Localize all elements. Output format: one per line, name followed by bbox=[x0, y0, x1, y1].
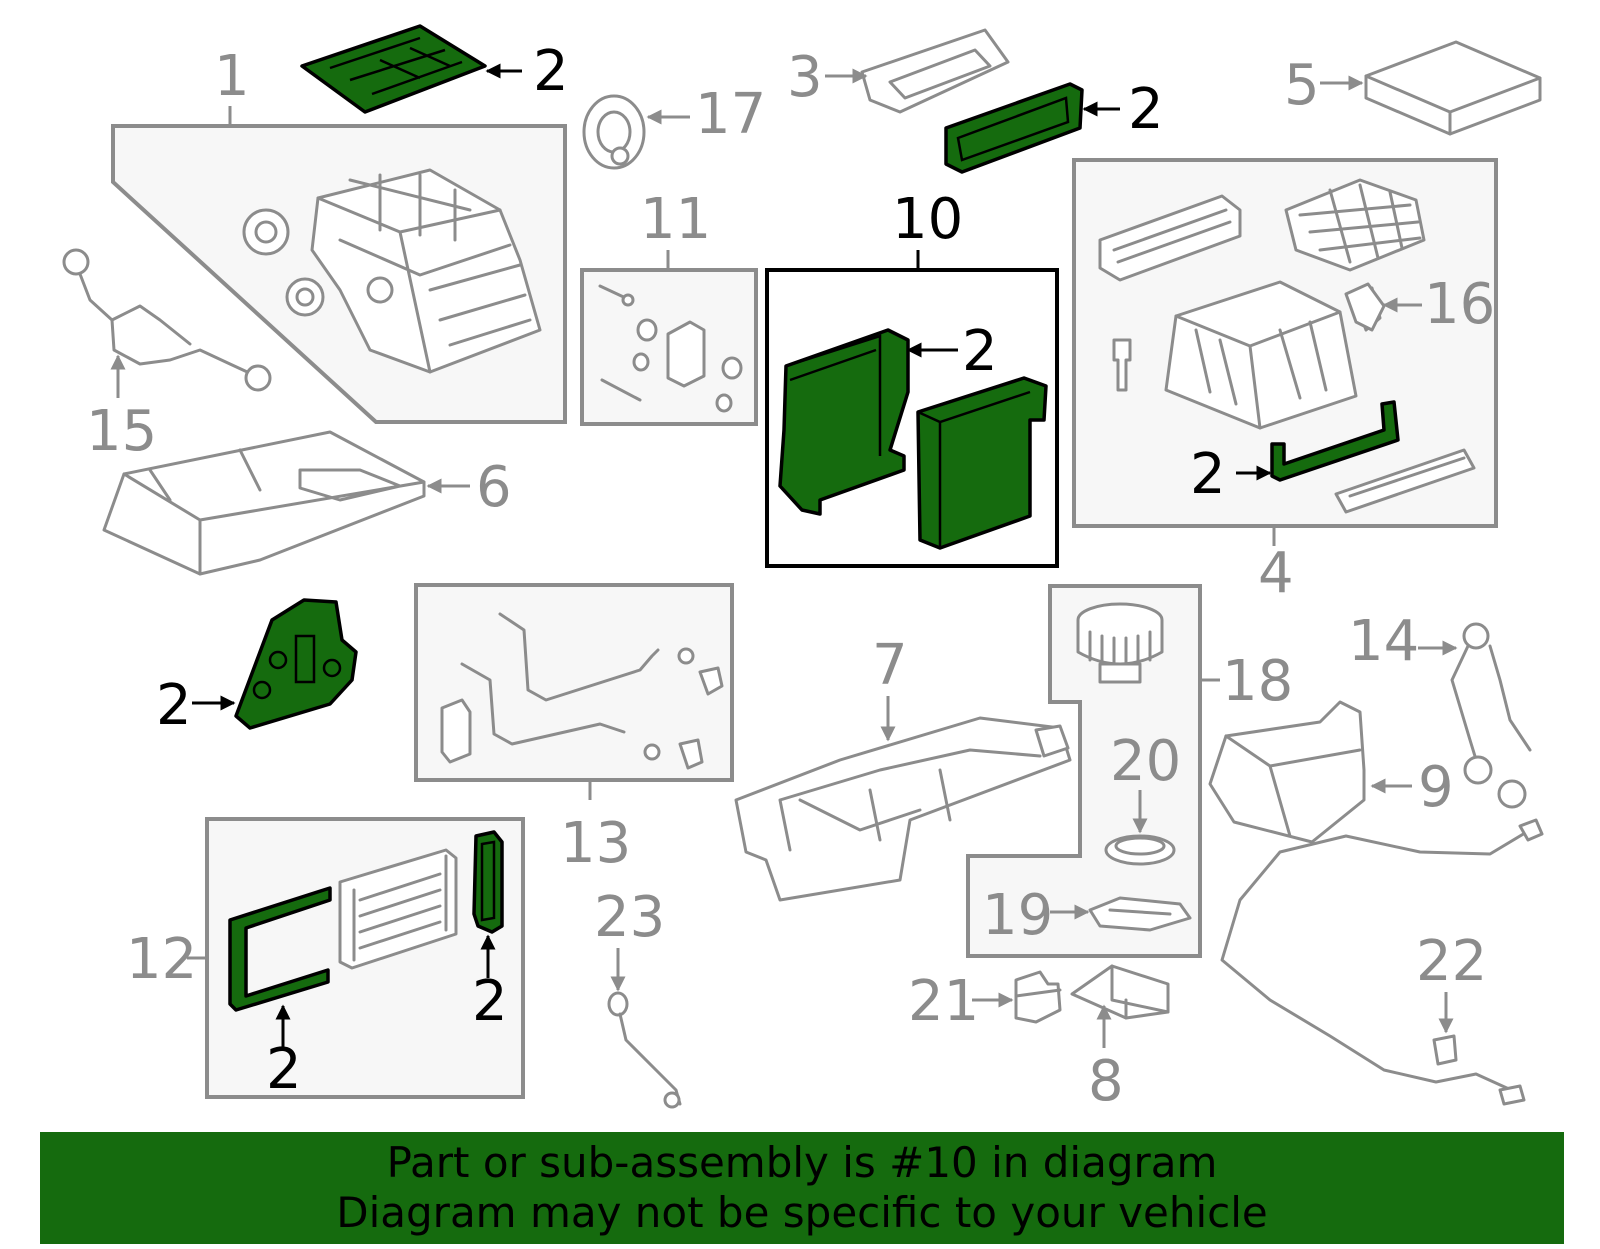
callout-13: 13 bbox=[560, 811, 631, 876]
evaporator-case-part bbox=[778, 328, 910, 516]
hardware-kit-parts bbox=[598, 284, 743, 413]
grommet-part-17[interactable] bbox=[582, 94, 646, 170]
group-13-box bbox=[414, 583, 734, 782]
evaporator-core-part bbox=[916, 376, 1048, 550]
callout-2-blower: 2 bbox=[1190, 442, 1226, 507]
refrigerant-lines-group-13[interactable] bbox=[414, 583, 734, 800]
banner-line-1: Part or sub-assembly is #10 in diagram bbox=[386, 1138, 1218, 1187]
lower-case-part-6[interactable] bbox=[102, 430, 426, 576]
seal-top-part[interactable] bbox=[300, 24, 487, 114]
callout-8: 8 bbox=[1088, 1049, 1124, 1114]
bracket-part-8[interactable] bbox=[1070, 964, 1170, 1020]
callout-7: 7 bbox=[872, 633, 908, 698]
callout-3: 3 bbox=[787, 45, 823, 110]
callout-18: 18 bbox=[1222, 649, 1293, 714]
seal-heater-left-part[interactable] bbox=[228, 886, 332, 1012]
callout-12: 12 bbox=[126, 927, 197, 992]
notice-banner: Part or sub-assembly is #10 in diagram D… bbox=[40, 1132, 1564, 1244]
callout-16: 16 bbox=[1424, 272, 1495, 337]
callout-2-heater-right: 2 bbox=[472, 969, 508, 1034]
hose-part-23[interactable] bbox=[607, 991, 682, 1109]
callout-2-evaporator: 2 bbox=[962, 319, 998, 384]
housing-part-7[interactable] bbox=[734, 716, 1072, 902]
heater-core-group-12[interactable] bbox=[187, 817, 525, 1099]
filter-part-5[interactable] bbox=[1364, 40, 1542, 136]
ring-part-20[interactable] bbox=[1104, 834, 1176, 866]
hvac-case-part bbox=[242, 168, 542, 374]
callout-2-top: 2 bbox=[533, 39, 569, 104]
callout-19: 19 bbox=[982, 883, 1053, 948]
seal-duct-part[interactable] bbox=[944, 82, 1084, 174]
callout-20: 20 bbox=[1110, 729, 1181, 794]
hardware-kit-group-11[interactable] bbox=[580, 250, 758, 426]
callout-6: 6 bbox=[476, 455, 512, 520]
duct-part-3[interactable] bbox=[860, 28, 1010, 114]
callout-4: 4 bbox=[1258, 541, 1294, 606]
heater-core-part bbox=[338, 848, 458, 970]
callout-2-left: 2 bbox=[156, 673, 192, 738]
duct-part-9[interactable] bbox=[1208, 700, 1366, 844]
callout-14: 14 bbox=[1348, 609, 1419, 674]
callout-22: 22 bbox=[1416, 929, 1487, 994]
callout-21: 21 bbox=[908, 969, 979, 1034]
blower-case-group-4[interactable] bbox=[1072, 158, 1498, 546]
callout-10: 10 bbox=[892, 187, 963, 252]
callout-23: 23 bbox=[594, 885, 665, 950]
banner-line-2: Diagram may not be specific to your vehi… bbox=[336, 1188, 1268, 1237]
callout-17: 17 bbox=[695, 82, 766, 147]
callout-11: 11 bbox=[640, 187, 711, 252]
callout-1: 1 bbox=[214, 44, 250, 109]
bracket-part-19[interactable] bbox=[1088, 896, 1192, 932]
hvac-case-group[interactable] bbox=[111, 106, 567, 424]
evaporator-group-10[interactable] bbox=[765, 250, 1059, 568]
callout-9: 9 bbox=[1418, 755, 1454, 820]
seal-heater-right-part[interactable] bbox=[472, 830, 504, 934]
harness-part-22[interactable] bbox=[1220, 818, 1544, 1106]
seal-blower-part[interactable] bbox=[1270, 400, 1400, 482]
blower-case-parts bbox=[1098, 178, 1476, 514]
blower-motor-part bbox=[1076, 602, 1164, 684]
callout-15: 15 bbox=[86, 399, 157, 464]
callout-2-heater-left: 2 bbox=[266, 1037, 302, 1102]
harness-part-14[interactable] bbox=[1450, 622, 1532, 809]
refrigerant-lines-parts bbox=[440, 612, 724, 770]
callout-2-duct: 2 bbox=[1128, 77, 1164, 142]
actuator-part-21[interactable] bbox=[1014, 970, 1062, 1024]
clip-part-16[interactable] bbox=[1344, 282, 1386, 332]
harness-part-15[interactable] bbox=[62, 248, 272, 392]
seal-left-part[interactable] bbox=[234, 598, 358, 730]
callout-5: 5 bbox=[1284, 53, 1320, 118]
